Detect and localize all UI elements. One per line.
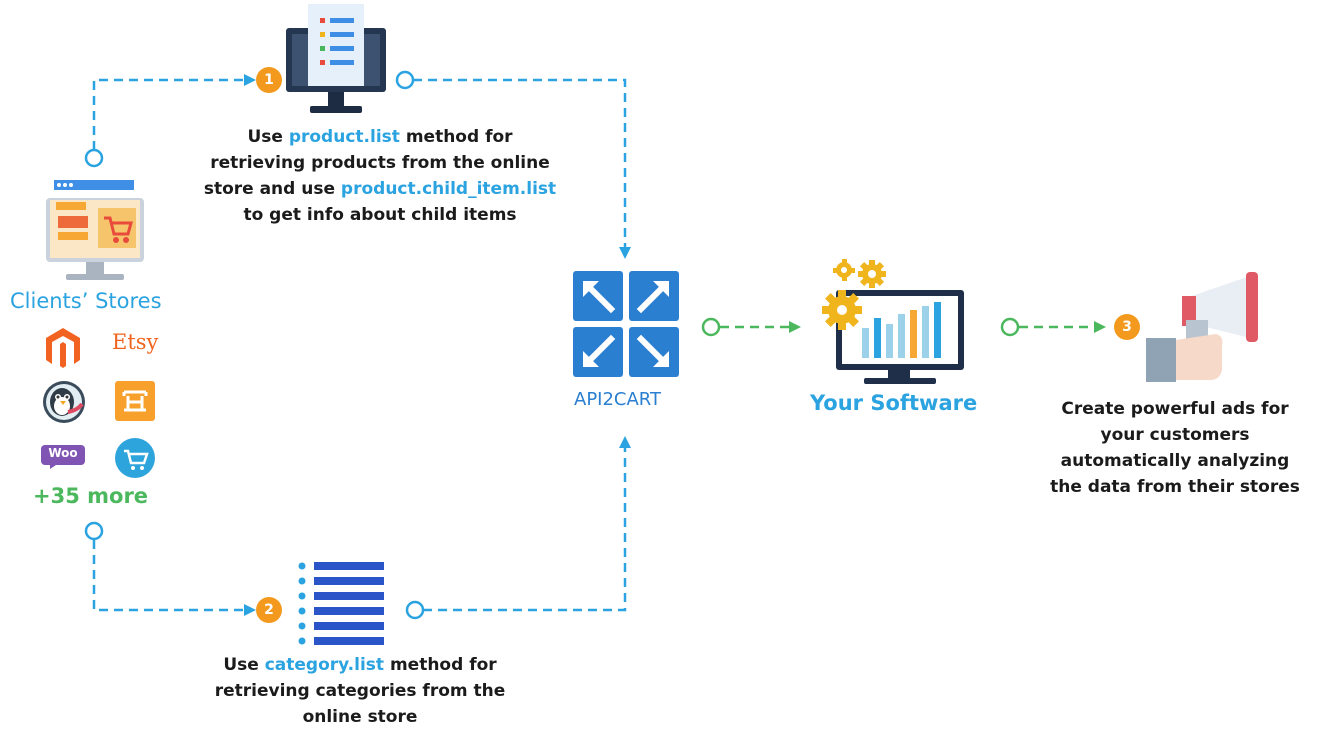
prestashop-icon [43, 381, 85, 423]
gears-icon [822, 259, 886, 330]
magento-icon [46, 328, 80, 368]
arrow-to-step2 [244, 604, 256, 616]
node-api-out [701, 317, 721, 337]
node-store-top [84, 148, 104, 168]
api2cart-label: API2CART [574, 389, 662, 410]
api2cart-logo-icon [573, 271, 679, 377]
arrow-to-step1 [244, 74, 256, 86]
etsy-icon: Etsy [112, 330, 159, 354]
arrow-to-api-bottom [619, 436, 631, 448]
step1-badge: 1 [256, 67, 282, 93]
method-category-list: category.list [264, 655, 385, 675]
monitor-list-icon [286, 4, 386, 113]
woocommerce-label: Woo [48, 446, 78, 460]
node-step1-out [395, 70, 415, 90]
step3-badge: 3 [1114, 314, 1140, 340]
arrow-to-api-top [619, 247, 631, 259]
woocommerce-icon [41, 445, 85, 469]
node-software-out [1000, 317, 1020, 337]
step2-description: Use category.list method for retrieving … [214, 655, 506, 727]
software-chart-monitor-icon [836, 290, 964, 384]
opencart-box-icon [115, 381, 155, 421]
connector-store-to-step1 [92, 78, 244, 150]
node-store-bottom [84, 521, 104, 541]
store-monitor-icon [46, 180, 144, 280]
shopify-cart-icon [115, 438, 155, 478]
method-product-child-item-list: product.child_item.list [340, 179, 557, 199]
step2-badge: 2 [256, 597, 282, 623]
step1-description: Use product.list method for retrieving p… [203, 127, 557, 225]
connector-step1-to-api [413, 78, 627, 247]
step3-description: Create powerful ads for your customers a… [1050, 399, 1300, 497]
clients-stores-title: Clients’ Stores [10, 289, 162, 313]
node-step2-out [405, 600, 425, 620]
connector-store-to-step2 [92, 540, 244, 612]
arrow-to-software [789, 321, 801, 333]
arrow-to-ads [1094, 321, 1106, 333]
method-product-list: product.list [288, 127, 400, 147]
your-software-label: Your Software [810, 391, 978, 415]
more-stores-count: +35 more [33, 484, 149, 508]
megaphone-hand-icon [1146, 272, 1258, 382]
connector-step2-to-api [423, 448, 627, 612]
category-list-icon [298, 562, 384, 645]
